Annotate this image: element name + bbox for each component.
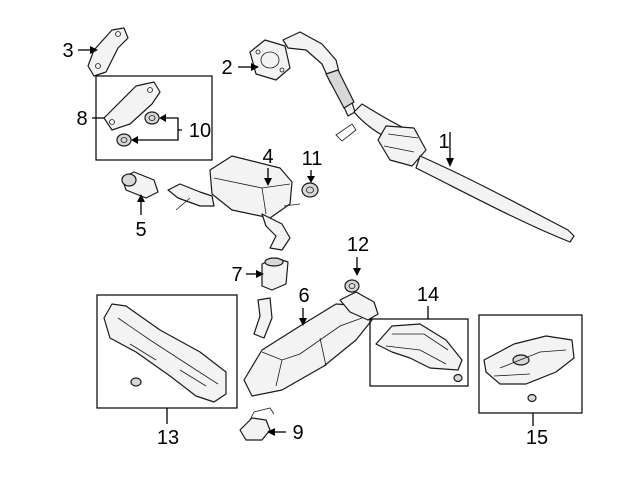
callout-13: 13: [157, 427, 179, 449]
callout-7: 7: [231, 264, 242, 286]
callout-3: 3: [62, 40, 73, 62]
heat-shield-icon[interactable]: [375, 323, 463, 383]
callout-2: 2: [221, 57, 232, 79]
heat-shield-bracket-icon[interactable]: [87, 27, 129, 77]
callout-10: 10: [189, 120, 211, 142]
pipe-connector-icon[interactable]: [261, 257, 289, 291]
center-muffler-icon[interactable]: [243, 291, 379, 397]
hanger-bracket-icon[interactable]: [103, 81, 161, 131]
callout-14: 14: [417, 284, 439, 306]
parts-group-box-14: [369, 318, 469, 387]
callout-5: 5: [135, 219, 146, 241]
mounting-bracket-icon[interactable]: [239, 407, 275, 441]
callout-12: 12: [347, 234, 369, 256]
callout-8: 8: [76, 108, 87, 130]
rubber-insulator-icon[interactable]: [116, 111, 160, 147]
heat-shield-icon[interactable]: [483, 335, 575, 403]
parts-group-box-15: [478, 314, 583, 414]
callout-9: 9: [292, 422, 303, 444]
heat-shield-icon[interactable]: [103, 303, 227, 403]
callout-leaders: [78, 46, 534, 436]
catalytic-converter-pipe-icon[interactable]: [282, 31, 575, 243]
flange-gasket-icon[interactable]: [249, 39, 291, 81]
callout-1: 1: [438, 131, 449, 153]
rubber-insulator-icon[interactable]: [344, 279, 360, 293]
callout-4: 4: [262, 146, 273, 168]
rear-muffler-icon[interactable]: [167, 155, 301, 251]
callout-15: 15: [526, 427, 548, 449]
callout-6: 6: [298, 285, 309, 307]
pipe-clamp-icon[interactable]: [121, 171, 159, 199]
rubber-insulator-icon[interactable]: [301, 182, 319, 198]
callout-11: 11: [302, 148, 323, 170]
